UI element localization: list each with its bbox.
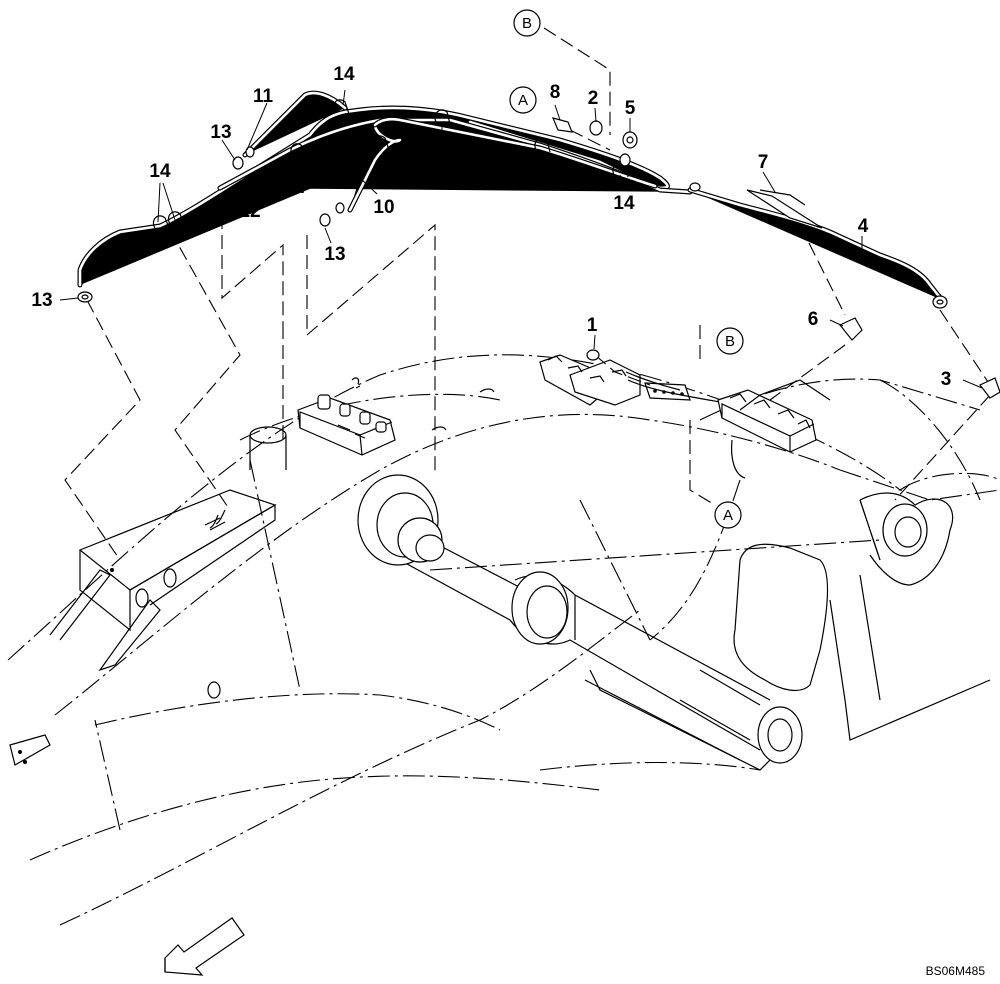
ref-circle-a-mid: A <box>714 501 742 529</box>
pipe-clamp-block-center <box>539 354 721 406</box>
routing-dashed-lines <box>64 27 991 561</box>
callout-5: 5 <box>625 98 636 119</box>
callout-14: 14 <box>531 169 553 190</box>
ref-circle-b-top: B <box>513 9 541 37</box>
callout-14: 14 <box>338 149 360 170</box>
callout-7: 7 <box>758 152 769 173</box>
callout-14: 14 <box>284 177 306 198</box>
svg-text:A: A <box>518 92 528 109</box>
callout-2: 2 <box>588 88 599 109</box>
callout-8: 8 <box>550 82 561 103</box>
callout-11: 11 <box>253 86 274 107</box>
ref-circle-a-top: A <box>509 86 537 114</box>
callout-leaders <box>59 89 983 389</box>
pipe-fittings <box>77 117 1000 399</box>
boom-mid-structure <box>9 492 991 771</box>
callout-4: 4 <box>858 216 869 237</box>
boom-foot-bracket <box>49 489 277 672</box>
drawing-code: BS06M485 <box>926 964 986 978</box>
callout-13: 13 <box>31 290 52 311</box>
callout-12: 12 <box>239 201 260 222</box>
svg-text:B: B <box>725 333 735 350</box>
pipe-clamp-block-left <box>249 377 495 470</box>
direction-arrow-icon <box>164 917 245 976</box>
callout-13: 13 <box>324 244 345 265</box>
callout-6: 6 <box>808 309 819 330</box>
svg-text:A: A <box>723 507 733 524</box>
callout-numbers: 11 14 13 14 12 14 14 10 13 13 14 14 14 8… <box>31 64 952 390</box>
callout-3: 3 <box>941 369 952 390</box>
callout-1: 1 <box>587 315 598 336</box>
callout-13: 13 <box>210 122 231 143</box>
callout-14: 14 <box>613 193 635 214</box>
boom-cylinder <box>357 474 803 764</box>
hydraulic-pipes <box>80 93 942 300</box>
callout-14: 14 <box>149 161 171 182</box>
ref-circle-b-mid: B <box>716 327 744 355</box>
boom-outline <box>7 354 1000 926</box>
svg-text:B: B <box>522 15 532 32</box>
pipe-clamp-block-right <box>717 379 831 479</box>
callout-10: 10 <box>373 197 394 218</box>
callout-14: 14 <box>431 149 453 170</box>
callout-14: 14 <box>333 64 355 85</box>
